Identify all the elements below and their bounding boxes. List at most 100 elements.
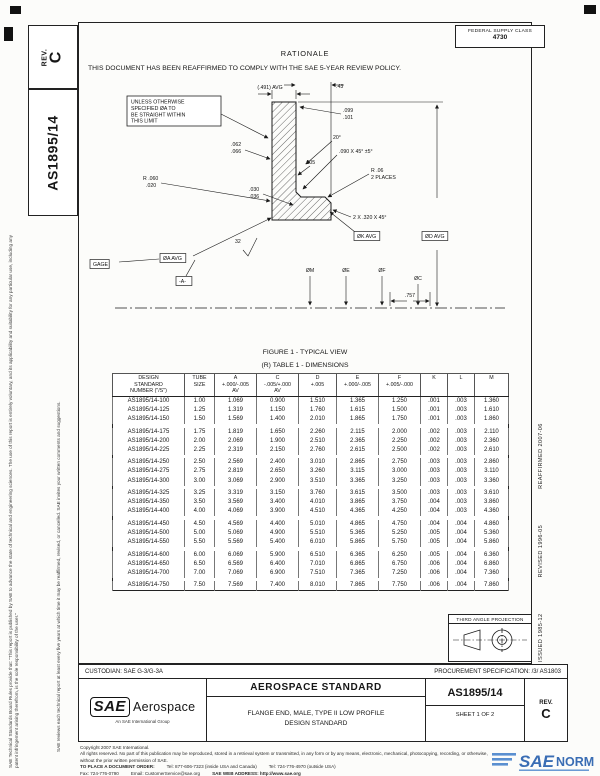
dimension-cell: 1.615	[336, 405, 379, 415]
design-standard-number-cell: AS1895/14-750	[112, 581, 185, 591]
dimension-cell: 6.250	[378, 550, 421, 560]
third-angle-projection-icon	[453, 628, 527, 652]
dimension-cell: 3.25	[184, 489, 215, 499]
dimension-cell: 1.250	[378, 396, 421, 406]
legal-fine-print: Copyright 2007 SAE International. All ri…	[80, 745, 490, 776]
rationale-statement: THIS DOCUMENT HAS BEEN REAFFIRMED TO COM…	[88, 65, 401, 72]
dimension-cell: 3.860	[474, 498, 509, 508]
dimension-cell: .003	[420, 458, 448, 468]
dimension-cell: 3.319	[214, 489, 257, 499]
figure-dimension-label: ØC	[414, 276, 422, 282]
figure-dimension-label: .005	[305, 160, 315, 166]
dimension-lines	[118, 82, 443, 307]
title-block: SAE Aerospace An SAE International Group…	[78, 678, 568, 742]
dimension-cell: .003	[447, 489, 475, 499]
dimension-cell: 7.865	[336, 581, 379, 591]
dimension-cell: 3.000	[378, 467, 421, 477]
dimension-cell: .003	[447, 507, 475, 517]
sae-norm-watermark: SAE NORM	[490, 746, 594, 774]
figure-label-box	[353, 231, 381, 241]
figure-dimension-label: .020	[146, 183, 156, 189]
dimension-cell: 2.069	[214, 436, 257, 446]
dimension-cell: 5.750	[378, 537, 421, 547]
dimension-cell: 3.115	[336, 467, 379, 477]
dimension-cell: .003	[447, 498, 475, 508]
flange-cross-section	[271, 101, 332, 221]
design-standard-number-cell: AS1895/14-700	[112, 568, 185, 578]
dimension-cell: 1.865	[336, 414, 379, 425]
dimension-cell: 3.750	[378, 498, 421, 508]
order-fax: Fax: 724-776-0790	[80, 770, 119, 776]
dimension-cell: 3.900	[256, 507, 299, 517]
dimension-cell: 1.510	[298, 396, 337, 406]
design-standard-number-cell: AS1895/14-350	[112, 498, 185, 508]
design-standard-number-cell: AS1895/14-275	[112, 467, 185, 477]
dimension-cell: 3.610	[474, 489, 509, 499]
document-number-cell: AS1895/14 SHEET 1 OF 2	[426, 679, 525, 741]
figure-note-line: SPECIFIED ØA TO	[131, 106, 176, 112]
design-standard-number-cell: AS1895/14-175	[112, 427, 185, 437]
figure-note-box	[126, 95, 222, 127]
dimension-cell: 7.750	[378, 581, 421, 591]
dimension-cell: 1.00	[184, 396, 215, 406]
dimension-cell: 3.760	[298, 489, 337, 499]
dimension-cell: 6.010	[298, 537, 337, 547]
dimension-cell: 3.00	[184, 476, 215, 486]
table-column-header: M	[474, 373, 509, 397]
dimension-cell: .006	[420, 581, 448, 591]
aerospace-logo-text: Aerospace	[132, 699, 196, 714]
rev-box-top: REV. C	[28, 25, 78, 89]
design-standard-number-cell: AS1895/14-500	[112, 528, 185, 538]
dimension-cell: 5.510	[298, 528, 337, 538]
fsc-label: FEDERAL SUPPLY CLASS	[468, 28, 532, 34]
figure-dimension-label: -A-	[179, 279, 186, 285]
dimension-cell: 7.360	[474, 568, 509, 578]
dimension-cell: 6.400	[256, 559, 299, 569]
margin-legal-text-outer: SAE Technical Standards Board Rules prov…	[8, 235, 20, 768]
dimension-cell: .004	[447, 519, 475, 529]
dimension-cell: .004	[447, 528, 475, 538]
dimension-cell: 7.00	[184, 568, 215, 578]
rationale-heading: RATIONALE	[280, 49, 330, 58]
figure-dimension-label: .090 X 45° ±5°	[339, 149, 373, 155]
dimension-cell: 3.069	[214, 476, 257, 486]
figure-dimension-label: 32	[235, 239, 241, 245]
watermark-bar	[492, 753, 516, 756]
dimension-cell: 6.750	[378, 559, 421, 569]
order-tel2: Tel: 724-776-4970 (outside USA)	[268, 764, 336, 770]
dimension-cell: 2.510	[298, 436, 337, 446]
dimension-cell: 4.750	[378, 519, 421, 529]
dimension-cell: 6.50	[184, 559, 215, 569]
dimension-cell: 1.75	[184, 427, 215, 437]
dimension-cell: 2.750	[378, 458, 421, 468]
dimension-cell: 1.650	[256, 427, 299, 437]
dimension-cell: .004	[447, 559, 475, 569]
revision-history-vertical: ISSUED 1985-12 REVISED 1996-05 REAFFIRME…	[538, 370, 544, 662]
dimension-cell: 4.569	[214, 519, 257, 529]
dimension-cell: 3.360	[474, 476, 509, 486]
revised-date: REVISED 1996-05	[538, 524, 544, 578]
dimension-cell: 2.319	[214, 445, 257, 455]
dimension-cell: 7.400	[256, 581, 299, 591]
dimension-cell: 3.510	[298, 476, 337, 486]
sae-logo-cell: SAE Aerospace An SAE International Group	[79, 679, 207, 741]
design-standard-number-cell: AS1895/14-550	[112, 537, 185, 547]
dimension-cell: 7.250	[378, 568, 421, 578]
dimension-cell: .002	[420, 436, 448, 446]
dimension-cell: 1.819	[214, 427, 257, 437]
dimension-cell: 5.010	[298, 519, 337, 529]
dimension-cell: 3.250	[378, 476, 421, 486]
dimension-cell: 7.510	[298, 568, 337, 578]
sae-logo-tagline: An SAE International Group	[115, 718, 170, 724]
